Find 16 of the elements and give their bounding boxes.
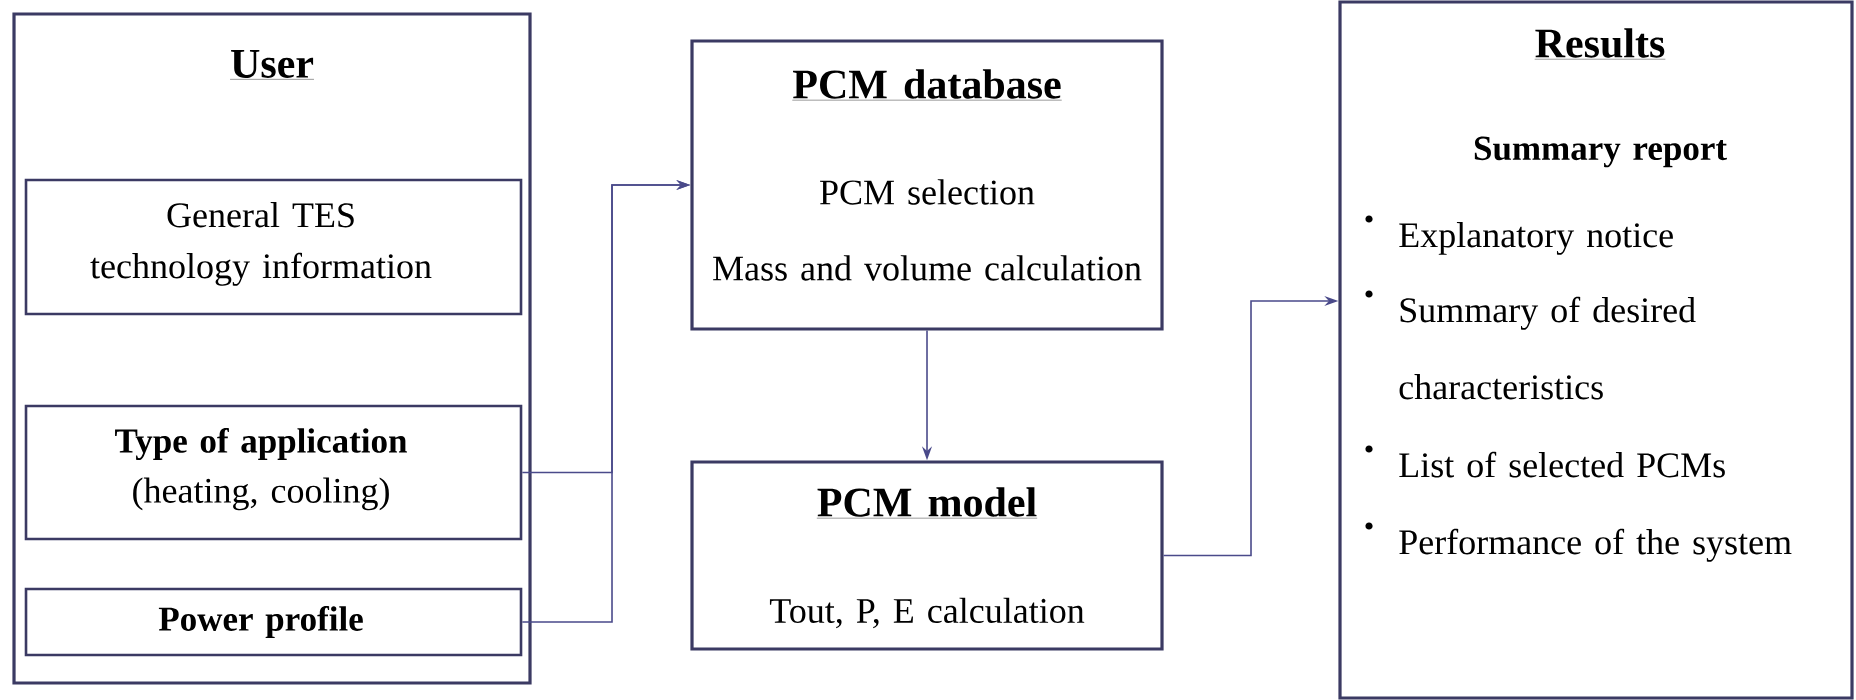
subheading: Summary report — [1474, 136, 1727, 168]
heading: Results — [1534, 28, 1666, 60]
heading: PCM model — [816, 487, 1038, 519]
subheading: Power profile — [158, 605, 363, 639]
body-text: Tout, P, E calculation — [769, 597, 1085, 629]
subheading: Type of application — [115, 427, 407, 461]
list-item: Explanatory notice — [1399, 222, 1673, 255]
list-item: Performance of the system — [1399, 528, 1792, 562]
heading: User — [229, 50, 315, 80]
list-item: Summary of desired characteristics — [1399, 296, 1696, 400]
list-item: List of selected PCMs — [1399, 451, 1725, 478]
body-text: PCM selection — [820, 179, 1035, 205]
body-text: General TES technology information — [90, 202, 432, 286]
body-text: Mass and volume calculation — [713, 255, 1142, 281]
heading: PCM database — [792, 69, 1062, 101]
body-text: (heating, cooling) — [133, 477, 389, 511]
